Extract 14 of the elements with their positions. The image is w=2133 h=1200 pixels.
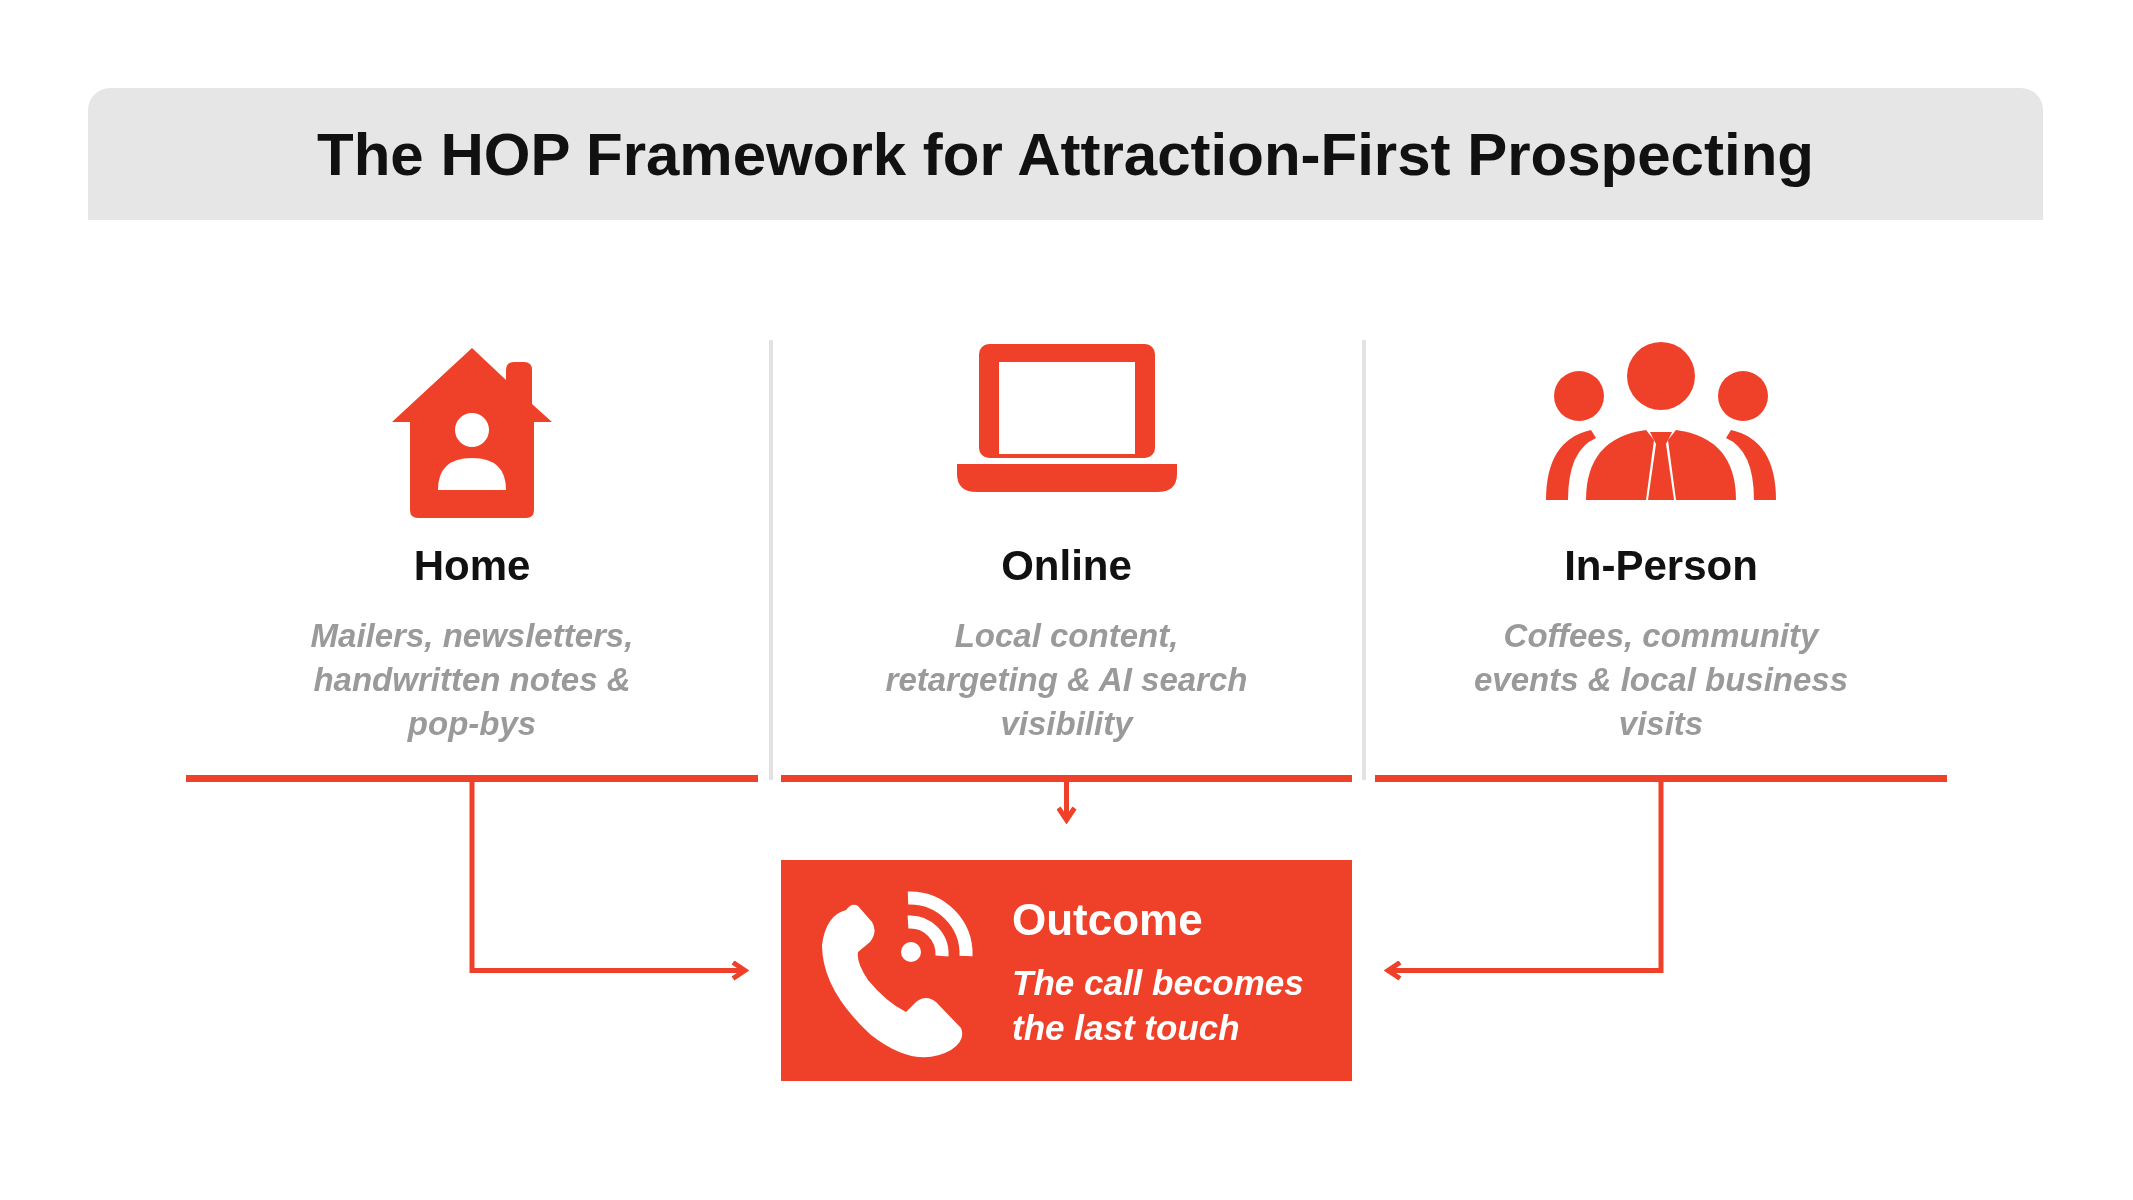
- heading: Online: [1000, 542, 1133, 590]
- arrow: [1385, 782, 1664, 981]
- heading: Outcome: [1012, 895, 1203, 945]
- description: Coffees, community events & local business visits: [1472, 616, 1850, 744]
- description: The call becomes the last touch: [1012, 962, 1305, 1049]
- heading: In-Person: [1563, 542, 1759, 590]
- channel-column: [1375, 340, 1947, 782]
- title: The HOP Framework for Attraction-First Prospecting: [317, 119, 1814, 189]
- outcome-box: [781, 860, 1352, 1081]
- arrow: [469, 782, 748, 981]
- description: Local content, retargeting & AI search visibility: [884, 616, 1249, 744]
- arrow: [1056, 782, 1077, 823]
- heading: Home: [412, 542, 532, 590]
- description: Mailers, newsletters, handwritten notes & pop-bys: [309, 616, 635, 744]
